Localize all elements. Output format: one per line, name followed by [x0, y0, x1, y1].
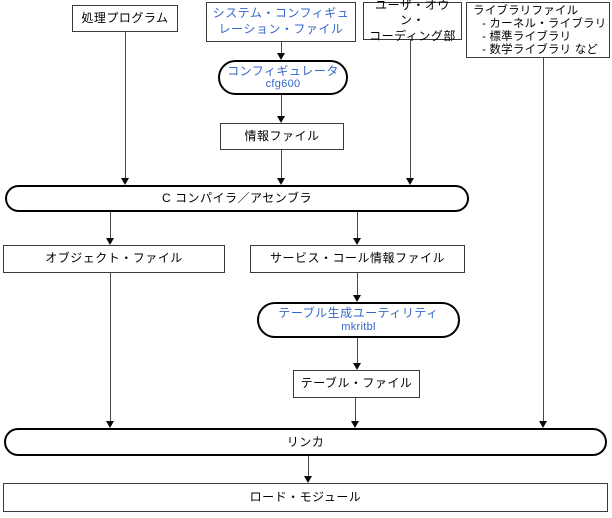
- library-item: - 数学ライブラリ など: [482, 43, 599, 56]
- node-label-line2: レーション・ファイル: [218, 22, 344, 36]
- node-service-call-info-file: サービス・コール情報ファイル: [250, 245, 465, 273]
- node-system-configuration-file: システム・コンフィギュ レーション・ファイル: [206, 2, 356, 42]
- library-title: ライブラリファイル: [473, 5, 579, 17]
- arrow-down-icon: [277, 178, 285, 185]
- node-label-line2: コーディング部: [369, 28, 456, 43]
- arrow-down-icon: [539, 421, 547, 428]
- node-linker: リンカ: [4, 428, 607, 456]
- arrow-down-icon: [353, 238, 361, 245]
- node-c-compiler-assembler: C コンパイラ／アセンブラ: [5, 185, 469, 212]
- node-label: オブジェクト・ファイル: [45, 251, 183, 266]
- node-user-own-coding: ユーザ・オウン・ コーディング部: [363, 0, 462, 43]
- node-configurator: コンフィギュレータ cfg600: [218, 60, 348, 95]
- arrow-down-icon: [351, 421, 359, 428]
- node-label: テーブル・ファイル: [300, 376, 413, 391]
- node-process-program: 処理プログラム: [72, 5, 178, 32]
- connector-tablefile-to-linker: [355, 398, 356, 422]
- connector-sysconfig-to-configurator: [281, 42, 282, 54]
- node-label: テーブル生成ユーティリティ: [278, 306, 439, 321]
- node-information-file: 情報ファイル: [220, 123, 344, 150]
- connector-compiler-to-objectfile: [110, 212, 111, 239]
- node-label: 処理プログラム: [81, 10, 169, 25]
- node-table-file: テーブル・ファイル: [293, 370, 420, 398]
- arrow-down-icon: [304, 476, 312, 483]
- arrow-down-icon: [277, 116, 285, 123]
- connector-servicecall-to-tablegen: [357, 273, 358, 296]
- node-command: cfg600: [265, 78, 301, 91]
- arrow-down-icon: [106, 421, 114, 428]
- connector-tablegen-to-tablefile: [357, 338, 358, 364]
- arrow-down-icon: [353, 363, 361, 370]
- connector-infofile-to-compiler: [281, 150, 282, 179]
- connector-userown-to-compiler: [410, 40, 411, 179]
- connector-process-program-to-compiler: [125, 32, 126, 179]
- node-command: mkritbl: [341, 320, 376, 333]
- node-object-file: オブジェクト・ファイル: [3, 245, 225, 273]
- arrow-down-icon: [106, 238, 114, 245]
- node-load-module: ロード・モジュール: [3, 483, 608, 512]
- node-label: ロード・モジュール: [249, 489, 362, 504]
- connector-library-to-linker: [543, 58, 544, 422]
- node-library-files: ライブラリファイル - カーネル・ライブラリ - 標準ライブラリ - 数学ライブ…: [466, 2, 610, 58]
- node-label: 情報ファイル: [244, 128, 320, 143]
- connector-linker-to-loadmodule: [308, 456, 309, 477]
- library-item: - 標準ライブラリ: [482, 30, 572, 43]
- node-label: サービス・コール情報ファイル: [269, 251, 445, 266]
- library-item: - カーネル・ライブラリ: [482, 17, 607, 30]
- arrow-down-icon: [121, 178, 129, 185]
- arrow-down-icon: [277, 53, 285, 60]
- arrow-down-icon: [406, 178, 414, 185]
- node-table-generation-utility: テーブル生成ユーティリティ mkritbl: [257, 302, 460, 338]
- node-label-line1: ユーザ・オウン・: [375, 0, 450, 28]
- arrow-down-icon: [353, 295, 361, 302]
- node-label: リンカ: [286, 434, 325, 449]
- node-label-line1: システム・コンフィギュ: [212, 6, 350, 21]
- connector-compiler-to-servicecall: [357, 212, 358, 239]
- connector-configurator-to-infofile: [281, 95, 282, 117]
- node-label: コンフィギュレータ: [227, 63, 339, 78]
- connector-objectfile-to-linker: [110, 273, 111, 422]
- node-label: C コンパイラ／アセンブラ: [162, 191, 312, 206]
